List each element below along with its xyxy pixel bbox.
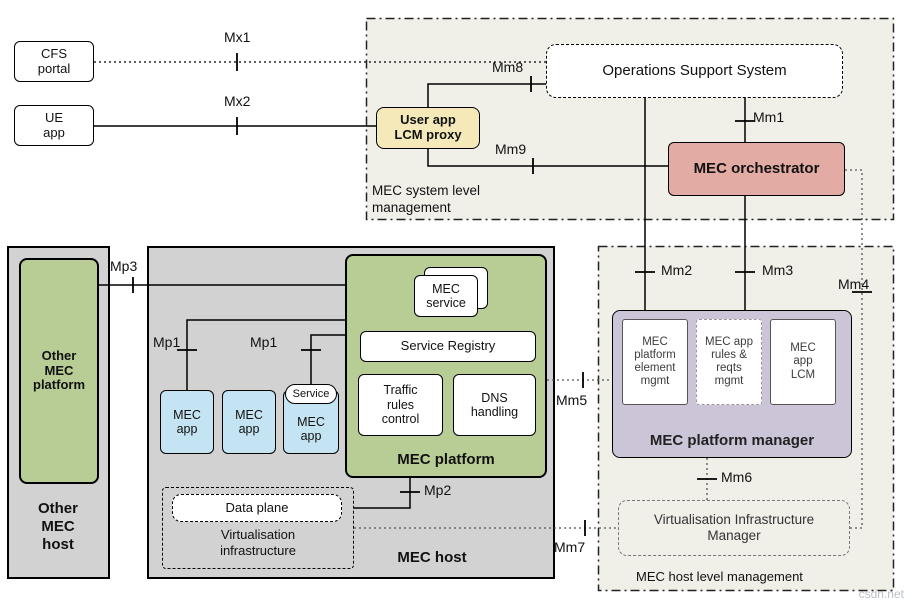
- mec-service-node: MEC service: [414, 275, 478, 317]
- cfs-portal-label: CFS portal: [37, 45, 71, 76]
- service-registry-node: Service Registry: [360, 331, 536, 362]
- watermark-text: csdn.net: [858, 587, 904, 601]
- mec-app-rules-reqts-mgmt-label: MEC app rules & reqts mgmt: [705, 335, 753, 388]
- other-mec-host-label: Other MEC host: [37, 500, 78, 553]
- mec-orchestrator-node: MEC orchestrator: [668, 142, 845, 196]
- ref-mx2: Mx2: [224, 93, 251, 109]
- connector-mm3: [735, 196, 755, 310]
- ref-mm6: Mm6: [721, 469, 753, 485]
- connector-mp3: [99, 277, 345, 293]
- connector-mx1: [94, 53, 546, 71]
- ref-mp1-b: Mp1: [250, 334, 278, 350]
- ref-mm5: Mm5: [556, 392, 588, 408]
- host-level-region-label: MEC host level management: [636, 569, 803, 584]
- mec-app-1-label: MEC app: [173, 407, 201, 436]
- virtualisation-infrastructure-label: Virtualisation infrastructure: [220, 527, 296, 559]
- service-badge-label: Service: [292, 387, 330, 400]
- mec-app-2-node: MEC app: [222, 390, 276, 454]
- other-mec-platform-node: Other MEC platform: [19, 258, 99, 484]
- mec-app-lcm-node: MEC app LCM: [770, 319, 836, 405]
- oss-label: Operations Support System: [602, 62, 787, 80]
- dns-handling-label: DNS handling: [470, 390, 519, 419]
- connector-mp1-b: [301, 334, 345, 384]
- connector-mm9: [427, 149, 668, 174]
- ref-mx1: Mx1: [224, 29, 251, 45]
- mec-service-label: MEC service: [426, 281, 466, 310]
- ref-mp1-a: Mp1: [153, 334, 181, 350]
- mec-platform-element-mgmt-node: MEC platform element mgmt: [622, 319, 688, 405]
- mec-platform-manager-label: MEC platform manager: [649, 432, 815, 449]
- connector-mm4: [845, 169, 872, 529]
- operations-support-system-node: Operations Support System: [546, 44, 843, 98]
- ue-app-label: UE app: [43, 109, 65, 140]
- connector-mm7: [354, 520, 618, 536]
- ue-app-node: UE app: [14, 105, 94, 146]
- other-mec-platform-label: Other MEC platform: [33, 347, 85, 393]
- mec-app-2-label: MEC app: [235, 407, 263, 436]
- service-badge: Service: [285, 384, 337, 404]
- connector-mx2: [94, 117, 376, 135]
- mec-platform-label: MEC platform: [397, 451, 495, 468]
- ref-mp2: Mp2: [424, 482, 452, 498]
- ref-mm4: Mm4: [838, 276, 870, 292]
- connector-mm6: [697, 458, 717, 500]
- vim-label: Virtualisation Infrastructure Manager: [653, 512, 815, 543]
- ref-mm2: Mm2: [661, 262, 693, 278]
- mec-app-rules-reqts-mgmt-node: MEC app rules & reqts mgmt: [696, 319, 762, 405]
- user-app-lcm-proxy-node: User app LCM proxy: [376, 107, 480, 149]
- service-registry-label: Service Registry: [400, 338, 496, 354]
- ref-mm1: Mm1: [753, 109, 785, 125]
- connector-mm1: [735, 98, 755, 142]
- mec-app-1-node: MEC app: [160, 390, 214, 454]
- ref-mm8: Mm8: [492, 59, 524, 75]
- mec-host-label: MEC host: [397, 549, 467, 566]
- virtualisation-infrastructure-node: [162, 487, 354, 569]
- data-plane-node: Data plane: [172, 494, 342, 522]
- mec-app-3-label: MEC app: [297, 414, 325, 443]
- connector-mm8: [427, 76, 546, 107]
- connector-mm5: [547, 372, 612, 388]
- data-plane-label: Data plane: [225, 499, 289, 515]
- dns-handling-node: DNS handling: [453, 374, 536, 436]
- mec-app-lcm-label: MEC app LCM: [790, 342, 816, 381]
- system-level-region-label: MEC system level management: [372, 183, 481, 215]
- ref-mp3: Mp3: [110, 258, 138, 274]
- connector-mp1-a: [177, 319, 345, 390]
- ref-mm7: Mm7: [554, 539, 586, 555]
- virtualisation-infrastructure-manager-node: Virtualisation Infrastructure Manager: [618, 500, 850, 556]
- cfs-portal-node: CFS portal: [14, 41, 94, 82]
- connector-mm2: [635, 98, 655, 310]
- ref-mm9: Mm9: [495, 141, 527, 157]
- ref-mm3: Mm3: [762, 262, 794, 278]
- traffic-rules-control-label: Traffic rules control: [381, 383, 420, 427]
- mec-orchestrator-label: MEC orchestrator: [693, 160, 820, 178]
- traffic-rules-control-node: Traffic rules control: [358, 374, 443, 436]
- connector-mp2: [354, 478, 420, 509]
- user-app-lcm-proxy-label: User app LCM proxy: [394, 112, 462, 142]
- mec-platform-element-mgmt-label: MEC platform element mgmt: [634, 335, 676, 388]
